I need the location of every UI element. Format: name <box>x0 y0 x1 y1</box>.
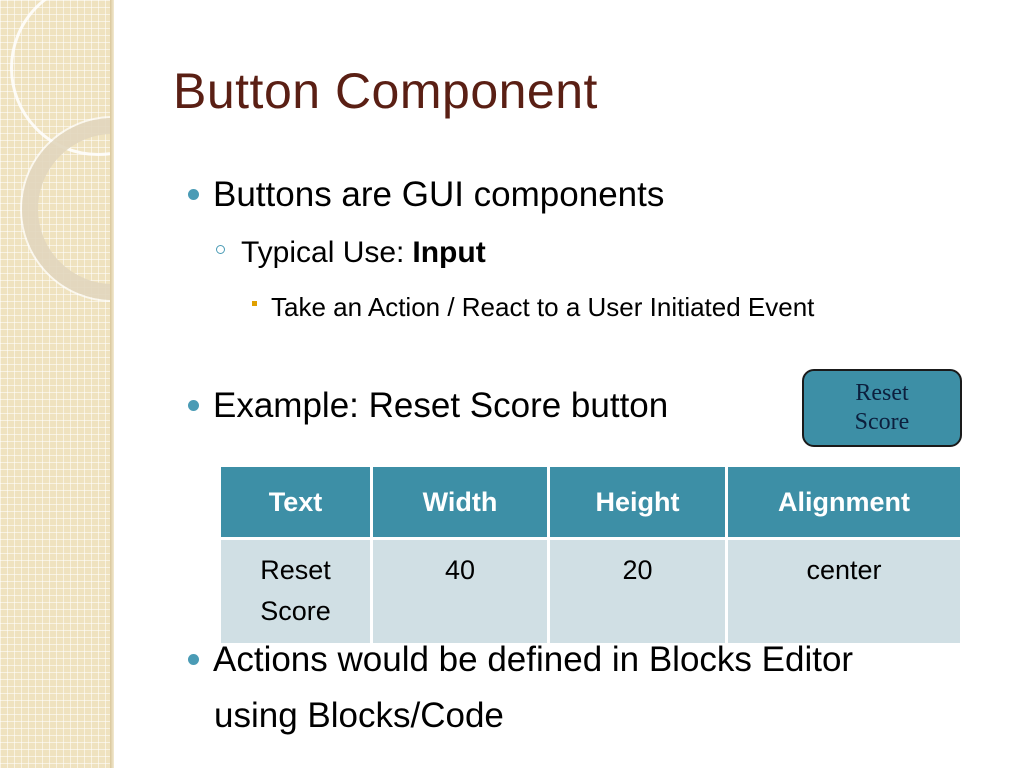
sub-sub-bullet-text: Take an Action / React to a User Initiat… <box>271 292 815 322</box>
bullet-buttons-gui: Buttons are GUI components <box>188 175 664 215</box>
cell-alignment: center <box>725 537 963 646</box>
cell-text-line1: Reset <box>260 555 331 585</box>
cell-text: Reset Score <box>218 537 373 646</box>
header-alignment: Alignment <box>725 464 963 540</box>
bullet-actions: Actions would be defined in Blocks Edito… <box>188 640 853 680</box>
cell-height: 20 <box>547 537 728 646</box>
table-row: Reset Score 40 20 center <box>218 537 963 646</box>
bullet-icon <box>188 654 199 665</box>
reset-button-label-line1: Reset <box>855 380 909 407</box>
bullet-example: Example: Reset Score button <box>188 386 668 426</box>
table-header-row: Text Width Height Alignment <box>218 464 963 540</box>
sub-bullet-prefix: Typical Use: <box>241 236 405 269</box>
sub-sub-bullet-action: Take an Action / React to a User Initiat… <box>252 292 814 323</box>
header-width: Width <box>370 464 550 540</box>
bullet-icon <box>188 189 199 200</box>
sub-bullet-bold: Input <box>412 236 486 269</box>
sub-bullet-typical-use: Typical Use: Input <box>216 236 486 270</box>
bullet-icon <box>188 400 199 411</box>
cell-width: 40 <box>370 537 550 646</box>
header-height: Height <box>547 464 728 540</box>
button-properties-table: Text Width Height Alignment Reset Score … <box>218 464 963 646</box>
cell-text-line2: Score <box>260 595 331 626</box>
decorative-ring-middle <box>22 118 110 300</box>
decorative-side-strip <box>0 0 110 768</box>
bullet-text: Example: Reset Score button <box>213 386 669 425</box>
reset-score-button[interactable]: Reset Score <box>802 369 962 447</box>
header-text: Text <box>218 464 373 540</box>
slide-title: Button Component <box>173 63 598 119</box>
bullet-text: Buttons are GUI components <box>213 175 665 214</box>
hollow-bullet-icon <box>216 245 225 254</box>
bullet-actions-continuation: using Blocks/Code <box>214 696 504 735</box>
square-bullet-icon <box>252 301 257 306</box>
bullet-text-line1: Actions would be defined in Blocks Edito… <box>213 640 854 679</box>
strip-divider <box>110 0 114 768</box>
reset-button-label-line2: Score <box>854 409 910 435</box>
